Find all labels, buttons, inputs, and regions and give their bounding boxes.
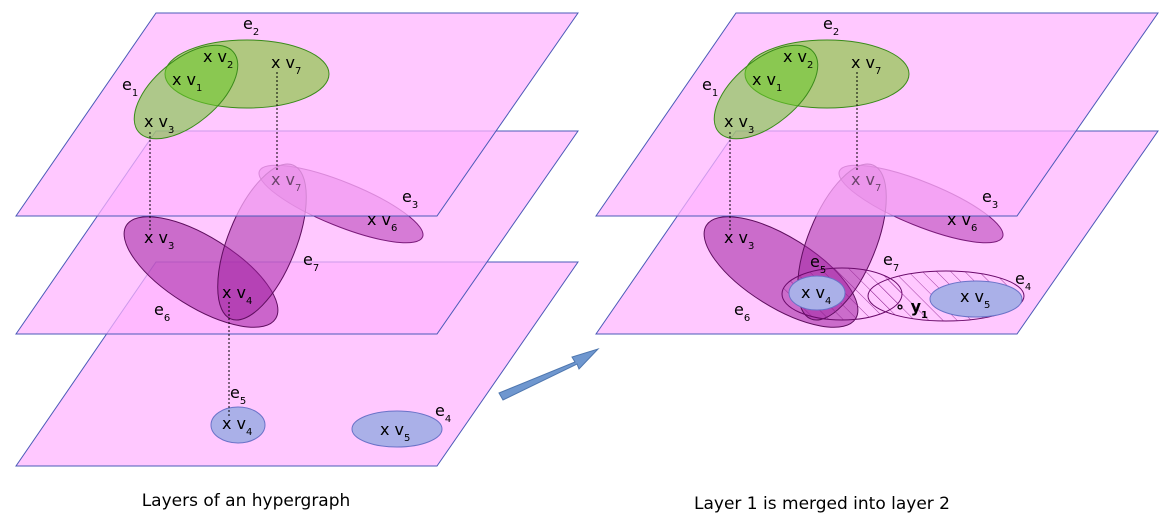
edge-label-e7: e7: [303, 250, 319, 274]
edge-label-e3: e3: [402, 187, 418, 211]
vertex-label: x v3: [724, 112, 754, 136]
edge-label-e3: e3: [982, 187, 998, 211]
vertex-label: x v4: [222, 414, 252, 438]
vertex-label: x v6: [367, 210, 397, 234]
vertex-label: x v1: [172, 70, 202, 94]
edge-label-e4: e4: [1015, 269, 1031, 293]
edge-label-e1: e1: [702, 75, 718, 99]
caption-right: Layer 1 is merged into layer 2: [694, 494, 950, 514]
edge-e1: [713, 44, 819, 140]
vertex-label: x v6: [947, 210, 977, 234]
vertex-v5-disc: [929, 280, 1023, 318]
vertex-label: x v4: [801, 283, 831, 307]
vertex-label: x v5: [960, 287, 990, 311]
vertex-v4-disc: [788, 275, 846, 311]
right-panel: x v2 x v1 x v7 x v3 x v7 x v6 x v3 x v4 …: [595, 12, 1159, 514]
edge-e1: [133, 44, 239, 140]
left-panel: x v2 x v1 x v7 x v3 x v7 x v6 x v3 x v4 …: [15, 12, 579, 511]
vertex-label: x v3: [144, 112, 174, 136]
edge-label-e2: e2: [823, 14, 839, 38]
edge-label-e5: e5: [230, 383, 246, 407]
vertex-label: x v7: [271, 170, 301, 194]
vertex-label: x v5: [380, 420, 410, 444]
edge-label-e6: e6: [734, 300, 750, 324]
layer-3-plane: [595, 12, 1159, 217]
vertex-label: x v2: [783, 47, 813, 71]
edge-label-e4: e4: [435, 401, 451, 425]
vertex-label: x v1: [752, 70, 782, 94]
edge-e5: [210, 406, 266, 444]
edge-label-e5: e5: [810, 252, 826, 276]
vertex-label: x v3: [144, 228, 174, 252]
vertex-label: x v7: [851, 170, 881, 194]
edge-label-e1: e1: [122, 75, 138, 99]
layer-3-plane: [15, 12, 579, 217]
vertex-label: x v7: [851, 53, 881, 77]
caption-left: Layers of an hypergraph: [142, 491, 351, 511]
vertex-label: x v2: [203, 47, 233, 71]
edge-label-e7: e7: [883, 250, 899, 274]
edge-label-e6: e6: [154, 300, 170, 324]
vertex-label: x v4: [222, 283, 252, 307]
merge-arrow: [498, 347, 600, 401]
edge-e4: [351, 410, 443, 448]
vertex-label: x v3: [724, 228, 754, 252]
merged-vertex-label: ∘ y1: [895, 297, 928, 321]
edge-label-e2: e2: [243, 14, 259, 38]
vertex-label: x v7: [271, 53, 301, 77]
